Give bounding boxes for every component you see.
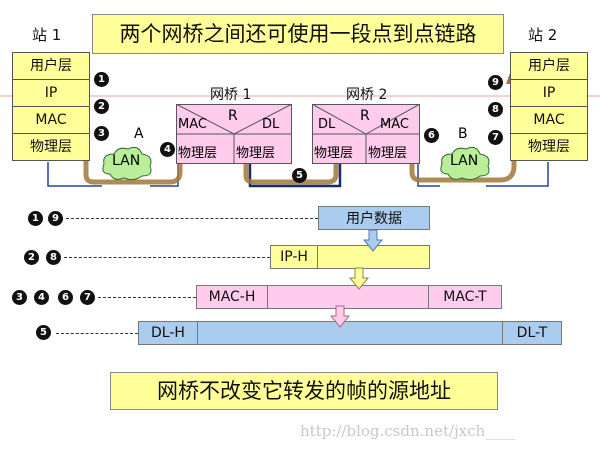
station-1-mac-layer: MAC (13, 107, 89, 134)
row-ip-dash (64, 257, 270, 258)
bridge-2-label: 网桥 2 (346, 87, 388, 103)
station-2-phys-layer: 物理层 (528, 139, 570, 155)
row-mac-step-d: 7 (80, 290, 95, 305)
row-ip-step-a: 2 (24, 250, 39, 265)
station-2-user-layer: 用户层 (511, 53, 587, 80)
bridge-2-phys-right: 物理层 (368, 146, 408, 161)
step-7-marker: 7 (488, 130, 503, 145)
step-4-marker: 4 (160, 142, 175, 157)
row-dl-step: 5 (36, 325, 51, 340)
mac-trailer: MAC-T (428, 285, 501, 309)
lan-b-tag: B (458, 126, 468, 142)
mac-header: MAC-H (197, 285, 268, 309)
row-user-dash (66, 218, 318, 219)
link-lan-b-s2 (486, 162, 549, 187)
data-path (83, 60, 517, 185)
watermark: http://blog.csdn.net/jxch____ (300, 422, 516, 440)
bridge-2-box (312, 104, 420, 164)
station-1-ip-layer: IP (13, 80, 89, 107)
dl-header: DL-H (139, 321, 198, 345)
bridge-2-r: R (360, 108, 370, 124)
bridge-1-box (176, 104, 292, 164)
row-mac-dash (98, 297, 196, 298)
bridge-1-r: R (228, 108, 238, 124)
dl-trailer: DL-T (502, 321, 561, 345)
step-5-marker: 5 (292, 168, 307, 183)
bridge-1-dl: DL (262, 117, 280, 132)
row-mac-step-a: 3 (12, 290, 27, 305)
station-1-user-layer: 用户层 (13, 53, 89, 80)
row-mac-step-c: 6 (58, 290, 73, 305)
bottom-note: 网桥不改变它转发的帧的源地址 (110, 372, 498, 410)
step-9-marker: 9 (488, 75, 503, 90)
station-2-ip-layer: IP (511, 80, 587, 107)
row-mac-step-b: 4 (34, 290, 49, 305)
station-2-stack: 用户层 IP MAC 物理层 (510, 52, 588, 161)
step-2-marker: 2 (94, 99, 109, 114)
station-2-mac-layer: MAC (511, 107, 587, 134)
row-user-step-b: 9 (48, 211, 63, 226)
point-to-point-link (248, 162, 342, 188)
arrow-mac-to-dl (329, 305, 351, 328)
bridge-2-phys-left: 物理层 (314, 146, 354, 161)
row-user-step-a: 1 (28, 211, 43, 226)
diagram-title: 两个网桥之间还可使用一段点到点链路 (92, 14, 504, 54)
bridge-1-phys-left: 物理层 (178, 146, 218, 161)
bridge-2-dl: DL (318, 117, 336, 132)
link-bridge2-lan-b (417, 162, 440, 187)
bridge-1-mac: MAC (178, 117, 207, 132)
step-1-marker: 1 (94, 72, 109, 87)
station-2-label: 站 2 (528, 26, 558, 44)
bridge-1-label: 网桥 1 (210, 87, 252, 103)
lan-a-tag: A (134, 126, 144, 142)
station-1-stack: 用户层 IP MAC 物理层 (12, 52, 90, 161)
row-dl-dash (56, 333, 138, 334)
bridge-2-mac: MAC (380, 117, 409, 132)
station-1-phys-layer: 物理层 (30, 139, 72, 155)
row-ip-step-b: 8 (46, 250, 61, 265)
arrow-ip-to-mac (348, 267, 370, 290)
mac-frame-bar: MAC-H MAC-T (196, 285, 502, 309)
lan-b-cloud-icon (440, 146, 490, 181)
link-s1-lan-a (47, 162, 102, 187)
lan-a-cloud-icon (102, 146, 152, 181)
lan-b-label: LAN (450, 153, 479, 169)
step-3-marker: 3 (94, 126, 109, 141)
station-1-label: 站 1 (32, 26, 62, 44)
ip-header: IP-H (271, 245, 318, 269)
step-6-marker: 6 (424, 128, 439, 143)
ip-frame-bar: IP-H (270, 245, 430, 269)
dl-frame-bar: DL-H DL-T (138, 321, 562, 345)
lan-a-label: LAN (112, 153, 141, 169)
bridge-1-phys-right: 物理层 (236, 146, 276, 161)
step-8-marker: 8 (488, 102, 503, 117)
arrow-user-to-ip (362, 229, 384, 252)
